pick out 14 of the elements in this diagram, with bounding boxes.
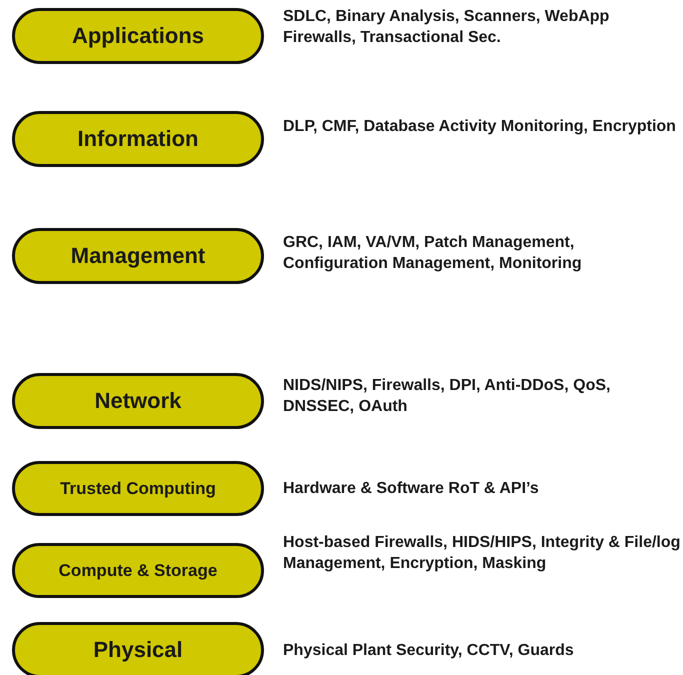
layer-description: GRC, IAM, VA/VM, Patch Management, Configuration Management, Monitoring: [283, 233, 583, 274]
layer-description: Hardware & Software RoT & API’s: [283, 479, 540, 499]
layer-description: NIDS/NIPS, Firewalls, DPI, Anti-DDoS, QoS, DNSSEC, OAuth: [283, 376, 612, 418]
layer-pill: Compute & Storage: [12, 543, 264, 598]
layer-description: DLP, CMF, Database Activity Monitoring, Encryption: [283, 117, 677, 137]
layer-pill: Applications: [12, 8, 264, 64]
layer-description: Physical Plant Security, CCTV, Guards: [283, 641, 575, 661]
layer-description: Host-based Firewalls, HIDS/HIPS, Integrity & File/log Management, Encryption, Masking: [283, 533, 681, 574]
layer-pill: Physical: [12, 622, 264, 675]
layer-pill: Management: [12, 228, 264, 284]
layer-pill: Information: [12, 111, 264, 167]
layer-pill: Network: [12, 373, 264, 429]
layer-pill: Trusted Computing: [12, 461, 264, 516]
layer-description: SDLC, Binary Analysis, Scanners, WebApp Firewalls, Transactional Sec.: [283, 7, 610, 48]
